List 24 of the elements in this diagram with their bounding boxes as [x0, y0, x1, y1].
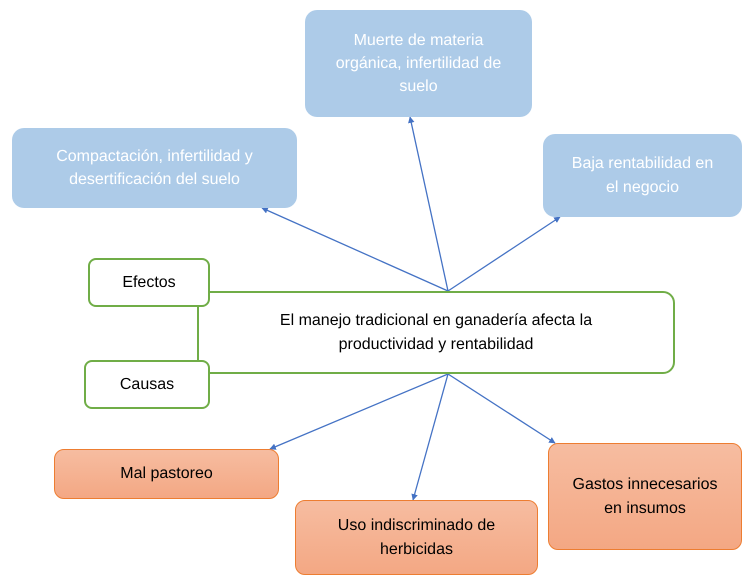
cause-box: [54, 449, 279, 499]
effect-box: [543, 134, 742, 217]
arrow: [448, 216, 561, 292]
box-text: Efectos: [121, 272, 177, 293]
box-text: Causas: [118, 374, 176, 395]
box-text: Baja rentabilidad en el negocio: [570, 154, 714, 198]
cause-box: [548, 443, 742, 550]
effect-box: [305, 10, 532, 117]
arrow: [261, 207, 448, 292]
arrow: [411, 374, 449, 501]
box-text: Gastos innecesarios en insumos: [572, 475, 718, 518]
box-text: Compactación, infertilidad y desertificación del suelo: [55, 146, 254, 190]
category-tag: [84, 360, 210, 409]
box-text: Muerte de materia orgánica, infertilidad de suelo: [334, 30, 502, 98]
cause-box: [295, 500, 538, 575]
arrow: [448, 373, 556, 444]
box-text: El manejo tradicional en ganadería afecta la productividad y rentabilidad: [278, 311, 594, 354]
category-tag: [88, 258, 210, 307]
box-text: Uso indiscriminado de herbicidas: [336, 516, 496, 560]
problem-box: [197, 291, 675, 374]
arrow: [269, 373, 448, 450]
effect-box: [12, 128, 297, 208]
box-text: Mal pastoreo: [119, 464, 214, 484]
arrow: [408, 116, 449, 292]
